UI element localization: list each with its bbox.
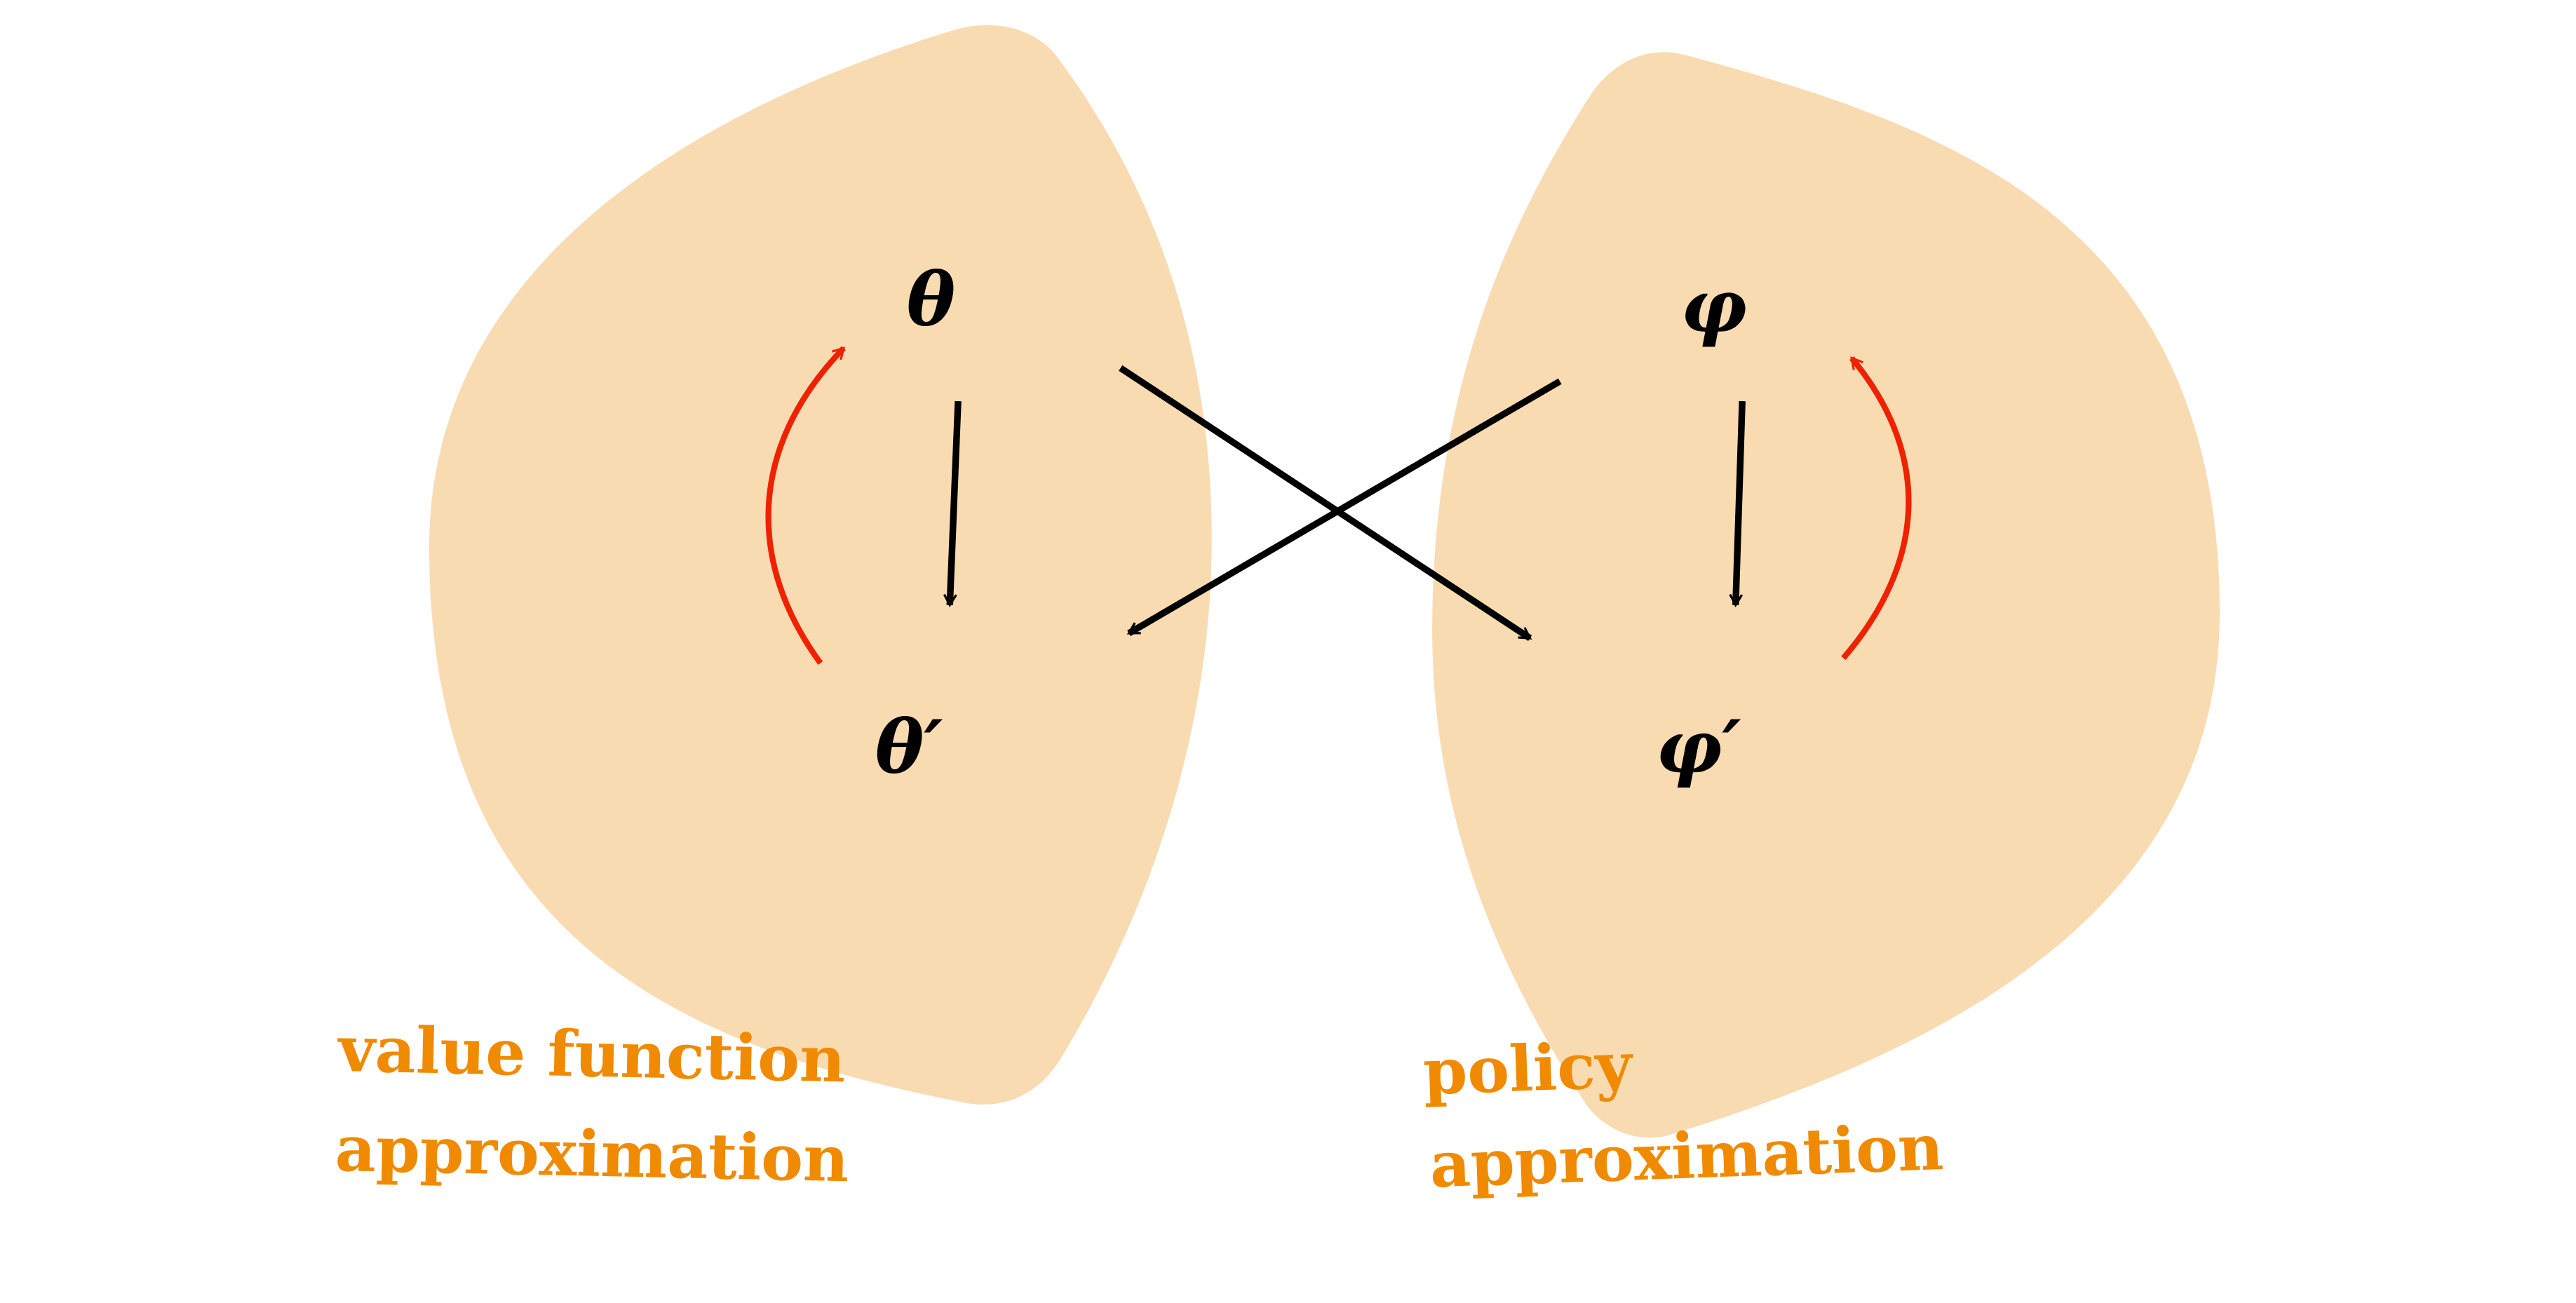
policy-region (1432, 52, 2220, 1138)
update-arrow-theta (765, 346, 846, 665)
value-label-line1: value function (337, 1013, 847, 1097)
policy-label-line1: policy (1422, 1029, 1635, 1109)
node-theta-prime: θ′ (875, 704, 943, 790)
node-phi: φ (1681, 263, 1747, 349)
arrow-theta-to-theta-prime (943, 400, 962, 608)
node-phi-prime: φ′ (1656, 704, 1741, 790)
arrow-phi-to-phi-prime (1729, 400, 1746, 608)
update-arrow-phi (1841, 356, 1912, 661)
policy-label-line2: approximation (1429, 1111, 1945, 1203)
arrow-theta-to-phi-prime (1119, 365, 1532, 642)
node-theta: θ (907, 256, 955, 342)
value-function-region (429, 25, 1212, 1105)
arrow-phi-to-theta-prime (1126, 378, 1562, 637)
value-label-line2: approximation (335, 1112, 850, 1196)
